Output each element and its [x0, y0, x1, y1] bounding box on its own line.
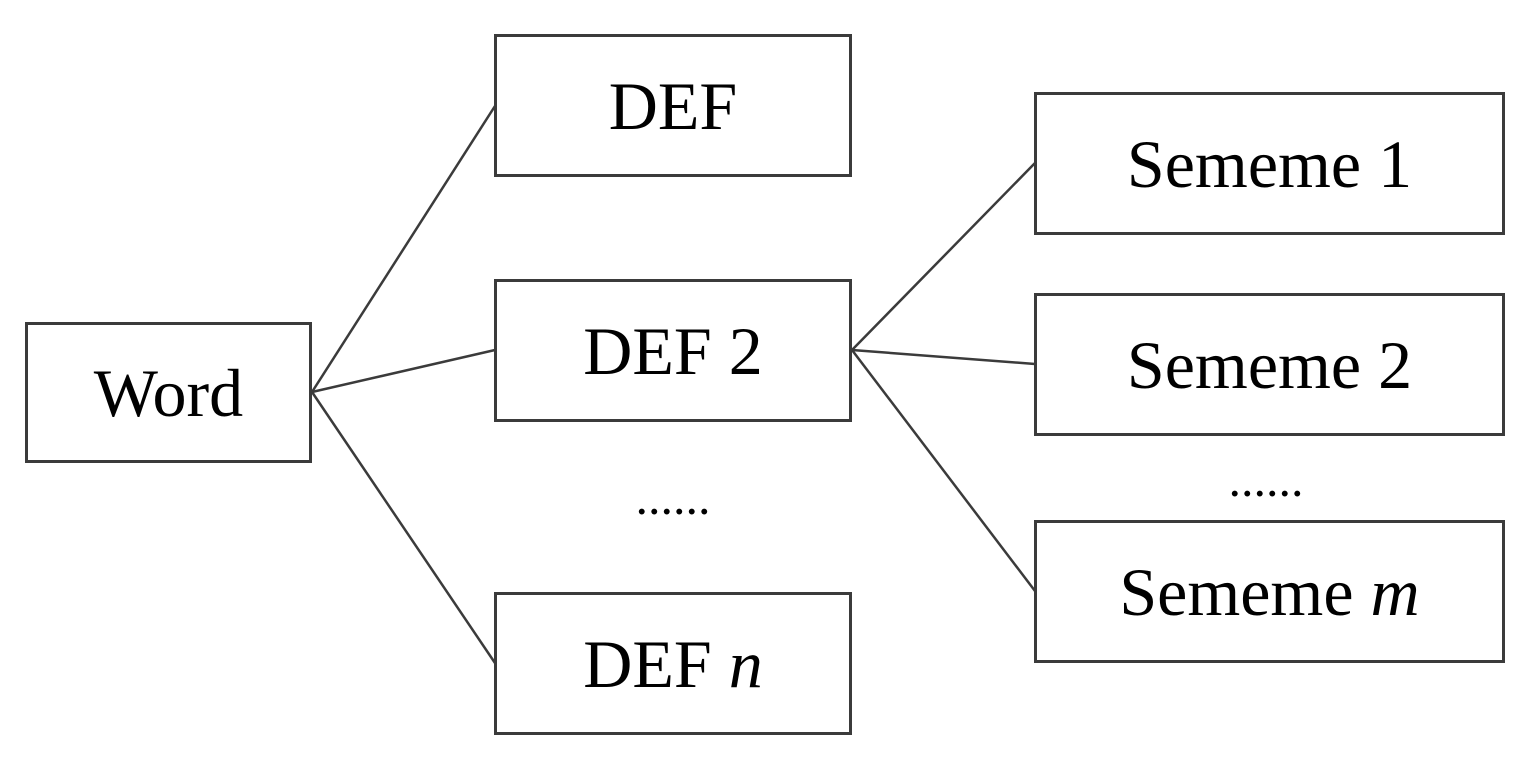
node-sememe-m: Sememe m: [1034, 520, 1505, 663]
def-ellipsis: ......: [635, 469, 711, 525]
node-def-n: DEF n: [494, 592, 852, 735]
edge-word-def2: [311, 348, 496, 394]
node-def-n-label: DEF: [583, 625, 729, 702]
sememe-ellipsis: ......: [1228, 451, 1304, 507]
node-def-2-label: DEF 2: [583, 312, 763, 389]
edge-word-def1: [310, 105, 497, 393]
node-sememe-2-label: Sememe 2: [1126, 326, 1413, 403]
edge-def2-sememe2: [851, 348, 1036, 366]
edge-word-defn: [310, 391, 497, 664]
node-sememe-1-label: Sememe 1: [1126, 125, 1413, 202]
node-word-label: Word: [93, 354, 244, 431]
node-sememe-m-suffix: m: [1370, 553, 1420, 630]
node-sememe-1: Sememe 1: [1034, 92, 1505, 235]
node-def: DEF: [494, 34, 852, 177]
node-def-2: DEF 2: [494, 279, 852, 422]
node-def-n-suffix: n: [728, 625, 763, 702]
node-sememe-m-label: Sememe: [1119, 553, 1371, 630]
node-word: Word: [25, 322, 312, 463]
node-sememe-2: Sememe 2: [1034, 293, 1505, 436]
node-def-label: DEF: [608, 67, 738, 144]
edge-def2-sememem: [851, 349, 1036, 592]
edge-def2-sememe1: [851, 162, 1036, 351]
